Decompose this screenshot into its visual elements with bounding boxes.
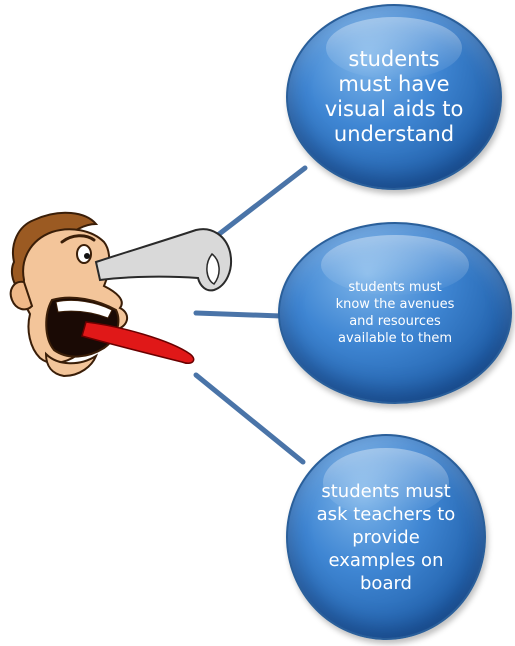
bubble-visual-aids: students must have visual aids to unders… <box>286 4 502 190</box>
connector-line-1 <box>211 165 308 241</box>
teeth-shape <box>55 299 113 319</box>
bubble-avenues-resources: students must know the avenues and resou… <box>278 222 512 404</box>
nose-shape <box>94 228 232 292</box>
ear-shape <box>9 280 34 311</box>
bubble-avenues-resources-text: students must know the avenues and resou… <box>335 280 455 346</box>
shouting-man-icon <box>9 211 232 378</box>
bubble-ask-teachers-text: students must ask teachers to provide ex… <box>316 480 456 594</box>
bubble-ask-teachers: students must ask teachers to provide ex… <box>286 434 486 640</box>
bubble-visual-aids-text: students must have visual aids to unders… <box>324 47 464 146</box>
pupil-shape <box>84 253 90 259</box>
chin-shape <box>44 351 99 378</box>
eyebrow-shape <box>60 234 96 244</box>
nostril-shape <box>206 252 220 285</box>
connector-line-3 <box>193 372 306 465</box>
tongue-shape <box>81 321 195 365</box>
connector-line-2 <box>193 310 284 319</box>
